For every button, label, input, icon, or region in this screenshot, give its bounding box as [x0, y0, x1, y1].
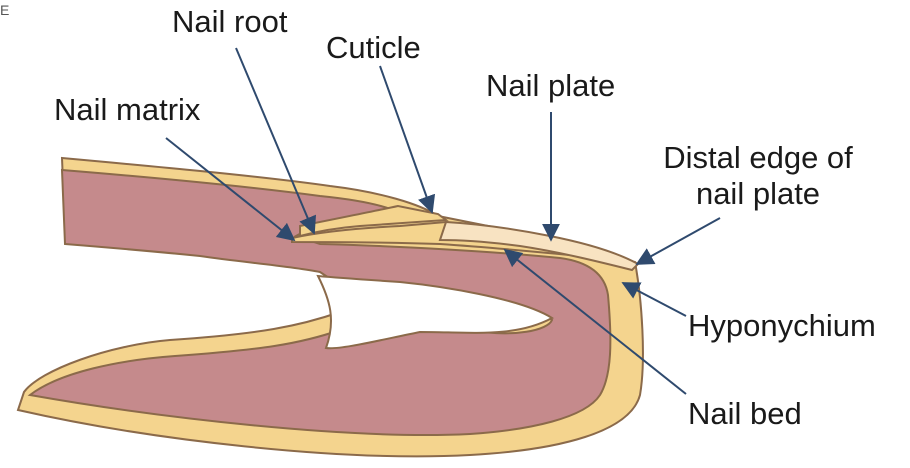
arrow-cuticle [380, 66, 432, 212]
label-nail-plate: Nail plate [486, 68, 615, 104]
label-nail-bed: Nail bed [688, 396, 802, 432]
label-nail-matrix: Nail matrix [54, 92, 200, 128]
arrow-distal-edge [637, 218, 720, 264]
label-distal-edge-line2: nail plate [640, 176, 876, 212]
label-cuticle: Cuticle [326, 30, 421, 66]
nail-bed-tissue [30, 170, 610, 435]
label-distal-edge: Distal edge of nail plate [640, 140, 876, 212]
label-distal-edge-line1: Distal edge of [640, 140, 876, 176]
label-nail-root: Nail root [172, 4, 287, 40]
label-hyponychium: Hyponychium [688, 308, 876, 344]
